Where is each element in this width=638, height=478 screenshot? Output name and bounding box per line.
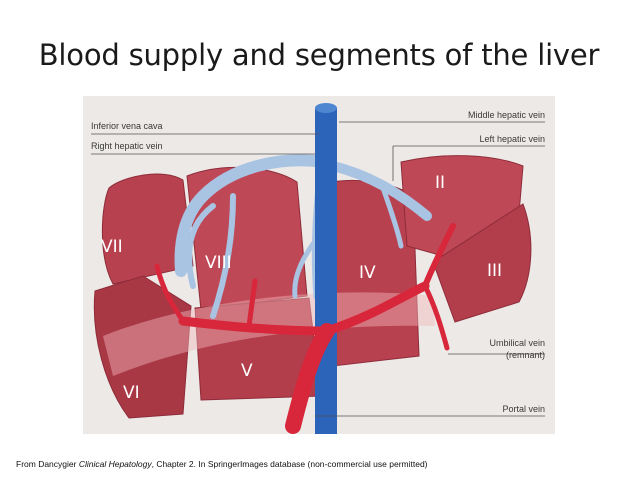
segment-label-vii: VII (101, 237, 123, 257)
label-right-hepatic-vein: Right hepatic vein (91, 141, 163, 151)
segment-vii-shape (101, 173, 194, 285)
segment-label-iv: IV (359, 263, 376, 283)
label-left-hepatic-vein: Left hepatic vein (479, 134, 545, 144)
segment-label-viii: VIII (205, 253, 232, 273)
label-portal-vein: Portal vein (502, 404, 545, 414)
inferior-vena-cava (315, 103, 337, 434)
segment-label-v: V (241, 361, 253, 381)
liver-illustration: Inferior vena cava Right hepatic vein Mi… (91, 103, 545, 434)
label-inferior-vena-cava: Inferior vena cava (91, 121, 163, 131)
leader-lines (91, 121, 545, 417)
label-umbilical-vein: Umbilical vein (489, 338, 545, 348)
image-credit: From Dancygier Clinical Hepatology, Chap… (16, 459, 428, 469)
segment-label-iii: III (487, 261, 502, 281)
segment-vi-shape (93, 275, 192, 419)
label-umbilical-vein-remnant: (remnant) (506, 350, 545, 360)
liver-diagram: Inferior vena cava Right hepatic vein Mi… (83, 96, 555, 434)
credit-suffix: , Chapter 2. In SpringerImages database … (151, 459, 428, 469)
label-middle-hepatic-vein: Middle hepatic vein (468, 110, 545, 120)
credit-book-title: Clinical Hepatology (78, 459, 152, 469)
slide-title: Blood supply and segments of the liver (38, 38, 600, 72)
portal-vein-branches (154, 223, 456, 434)
segment-iii-shape (432, 203, 532, 323)
segment-label-vi: VI (123, 383, 140, 403)
segment-label-ii: II (435, 173, 445, 193)
credit-prefix: From Dancygier (16, 459, 79, 469)
